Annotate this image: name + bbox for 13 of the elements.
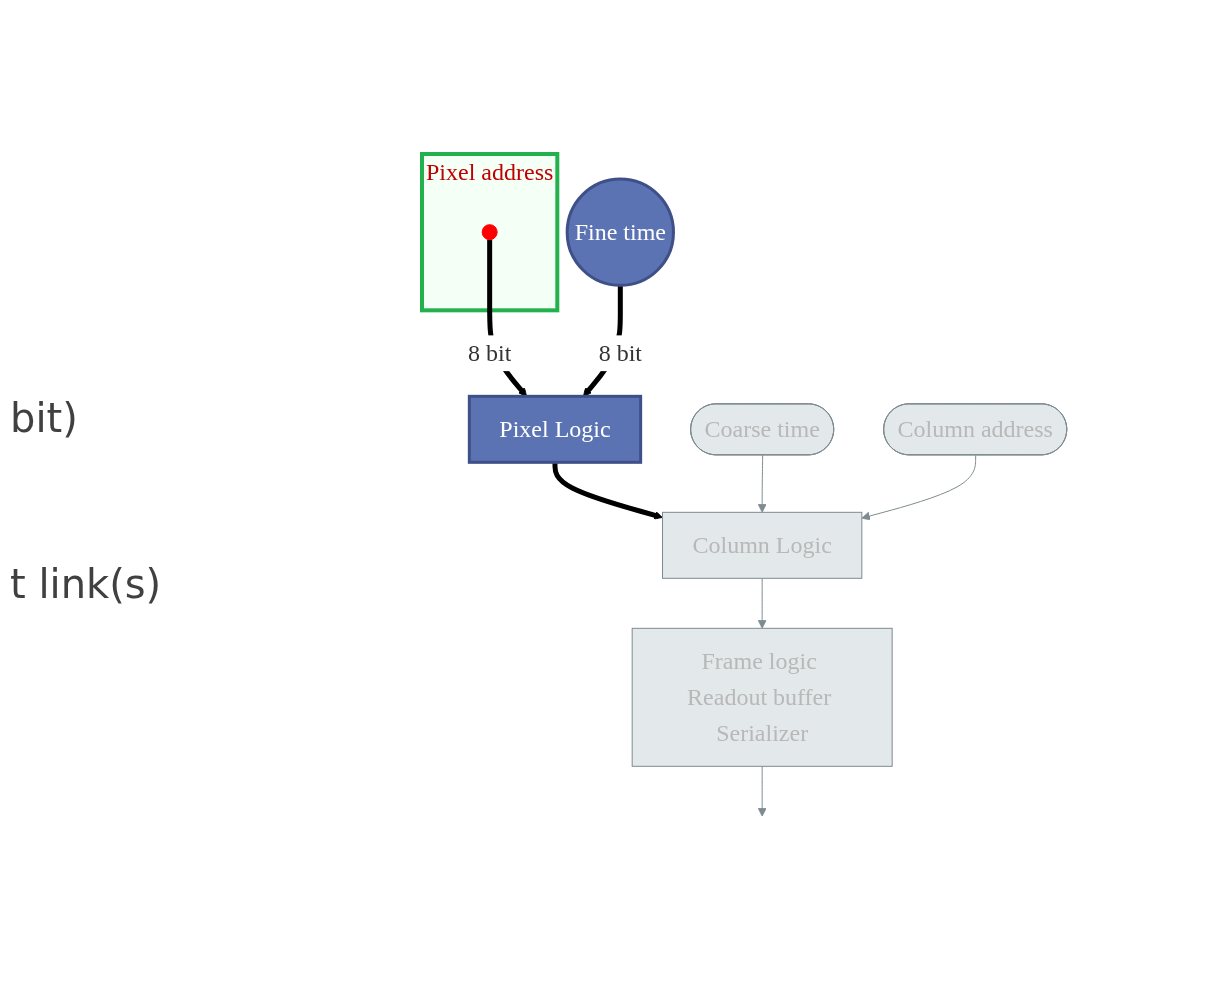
arrow [757, 766, 767, 818]
edge-label: 8 bit [598, 340, 643, 367]
arrow [757, 455, 767, 514]
node-circle: Fine time [565, 177, 676, 288]
arrow [552, 462, 664, 520]
node-box: Pixel Logic [467, 395, 643, 465]
label-text: bit) [10, 394, 79, 441]
arrow [757, 578, 767, 630]
node-circle [481, 224, 498, 241]
edge-label: 8 bit [468, 340, 512, 367]
label-text: t link(s) [10, 560, 163, 607]
arrow [861, 455, 977, 521]
cluster: Pixel address [420, 152, 560, 313]
